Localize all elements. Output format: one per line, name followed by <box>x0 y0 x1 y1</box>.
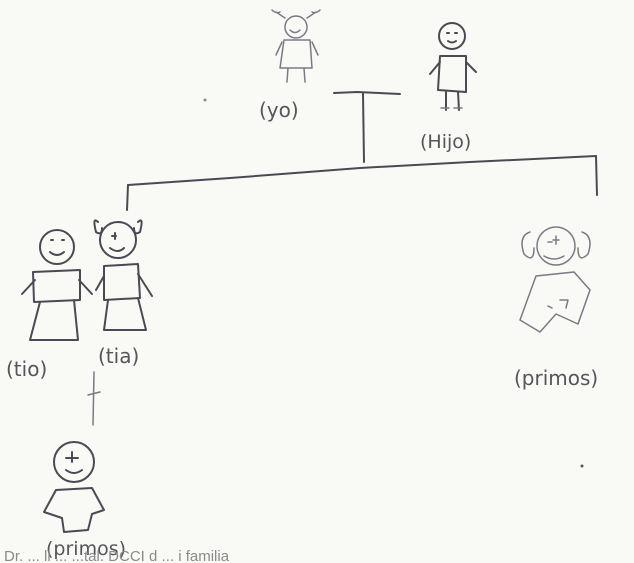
figure-primos-right <box>519 226 591 333</box>
figure-yo <box>271 9 321 83</box>
label-hijo: (Hijo) <box>420 131 471 153</box>
label-tia: (tia) <box>98 344 139 368</box>
tree-connectors <box>87 91 598 426</box>
label-yo: (yo) <box>259 98 299 122</box>
stray-mark <box>580 464 584 468</box>
footer-caption: Dr. ... ll ... ...tal. DCCI d ... i fami… <box>4 548 230 563</box>
figure-tia-left <box>93 219 153 331</box>
figure-hijo <box>429 22 477 111</box>
label-tio: (tio) <box>6 357 47 381</box>
figure-primos-bottom <box>43 441 105 533</box>
figure-tio-left <box>21 229 93 341</box>
stray-mark <box>203 98 207 102</box>
label-primos-right: (primos) <box>514 366 598 390</box>
label-primos-bottom: (primos) <box>46 538 126 560</box>
